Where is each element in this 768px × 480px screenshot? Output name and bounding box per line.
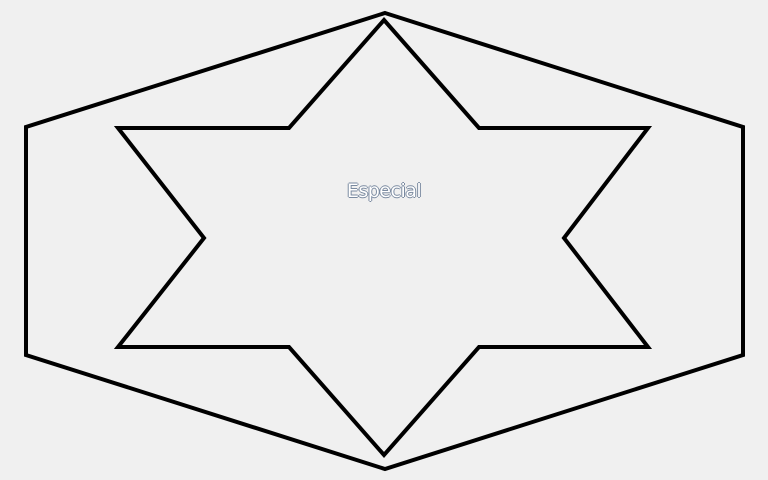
inner-star[interactable] (113, 16, 653, 459)
center-label: Especial (346, 180, 422, 202)
outer-hexagon[interactable] (24, 10, 745, 472)
